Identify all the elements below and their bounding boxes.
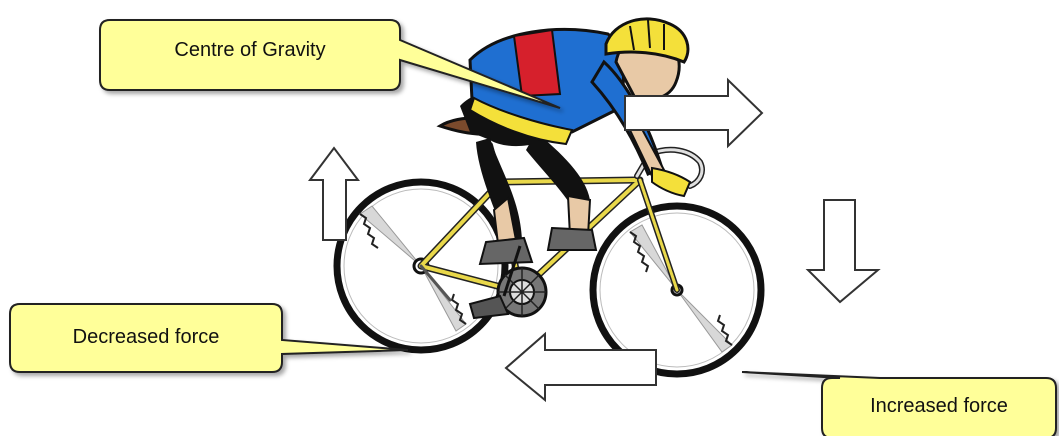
callout-increased-force <box>742 372 1056 436</box>
backward-arrow-icon <box>506 334 656 400</box>
downward-arrow-icon <box>808 200 878 302</box>
